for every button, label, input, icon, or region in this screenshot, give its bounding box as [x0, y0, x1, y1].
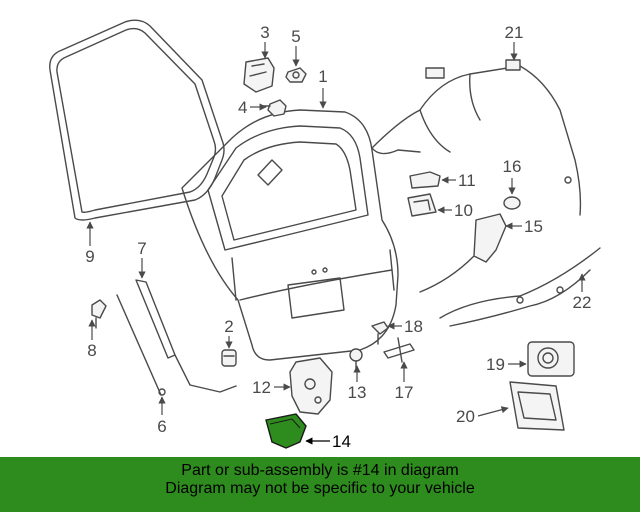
liftgate-part: [181, 109, 399, 361]
callouts: 1 2 3 4 5 6 7 8 9 10 11 12 13 14 15 16 1: [85, 23, 591, 451]
weatherstrip-seal-part: [49, 19, 225, 221]
camera-part: [527, 341, 575, 377]
callout-7: 7: [137, 239, 146, 258]
callout-15: 15: [524, 217, 543, 236]
actuator-part: [419, 213, 507, 293]
callout-18: 18: [404, 317, 423, 336]
callout-1: 1: [318, 67, 327, 86]
switch-part: [407, 193, 437, 217]
callout-4: 4: [238, 98, 247, 117]
retainer-part: [383, 337, 415, 363]
lamp-part: [409, 171, 441, 189]
callout-13: 13: [348, 383, 367, 402]
callout-5: 5: [291, 27, 300, 46]
hinge-part: [243, 57, 275, 93]
callout-12: 12: [252, 378, 271, 397]
callout-19: 19: [486, 355, 505, 374]
banner-line-1: Part or sub-assembly is #14 in diagram: [181, 462, 459, 479]
push-pin-part: [371, 321, 389, 345]
callout-3: 3: [260, 23, 269, 42]
callout-14: 14: [332, 432, 351, 451]
callout-6: 6: [157, 417, 166, 436]
disclaimer-banner: Part or sub-assembly is #14 in diagram D…: [0, 457, 640, 512]
nut-part: [285, 67, 307, 83]
callout-10: 10: [454, 201, 473, 220]
callout-22: 22: [573, 293, 592, 312]
callout-16: 16: [503, 157, 522, 176]
callout-20: 20: [456, 407, 475, 426]
grommet-part: [503, 196, 521, 210]
part-14-highlighted: [265, 413, 307, 449]
latch-part: [289, 357, 333, 415]
bracket-part: [509, 381, 565, 431]
callout-11: 11: [458, 171, 476, 190]
callout-9: 9: [85, 247, 94, 266]
banner-line-2: Diagram may not be specific to your vehi…: [165, 480, 475, 497]
callout-21: 21: [505, 23, 524, 42]
clip-part: [349, 348, 363, 371]
callout-8: 8: [87, 341, 96, 360]
bumper-part: [221, 349, 237, 367]
lower-harness-part: [439, 247, 601, 327]
lift-strut-part: [116, 279, 237, 396]
upper-harness-part: [371, 59, 582, 216]
callout-17: 17: [395, 383, 414, 402]
callout-2: 2: [224, 317, 233, 336]
parts-diagram: 1 2 3 4 5 6 7 8 9 10 11 12 13 14 15 16 1: [49, 19, 601, 451]
bolt-part: [261, 99, 287, 117]
pin-part: [91, 299, 107, 329]
